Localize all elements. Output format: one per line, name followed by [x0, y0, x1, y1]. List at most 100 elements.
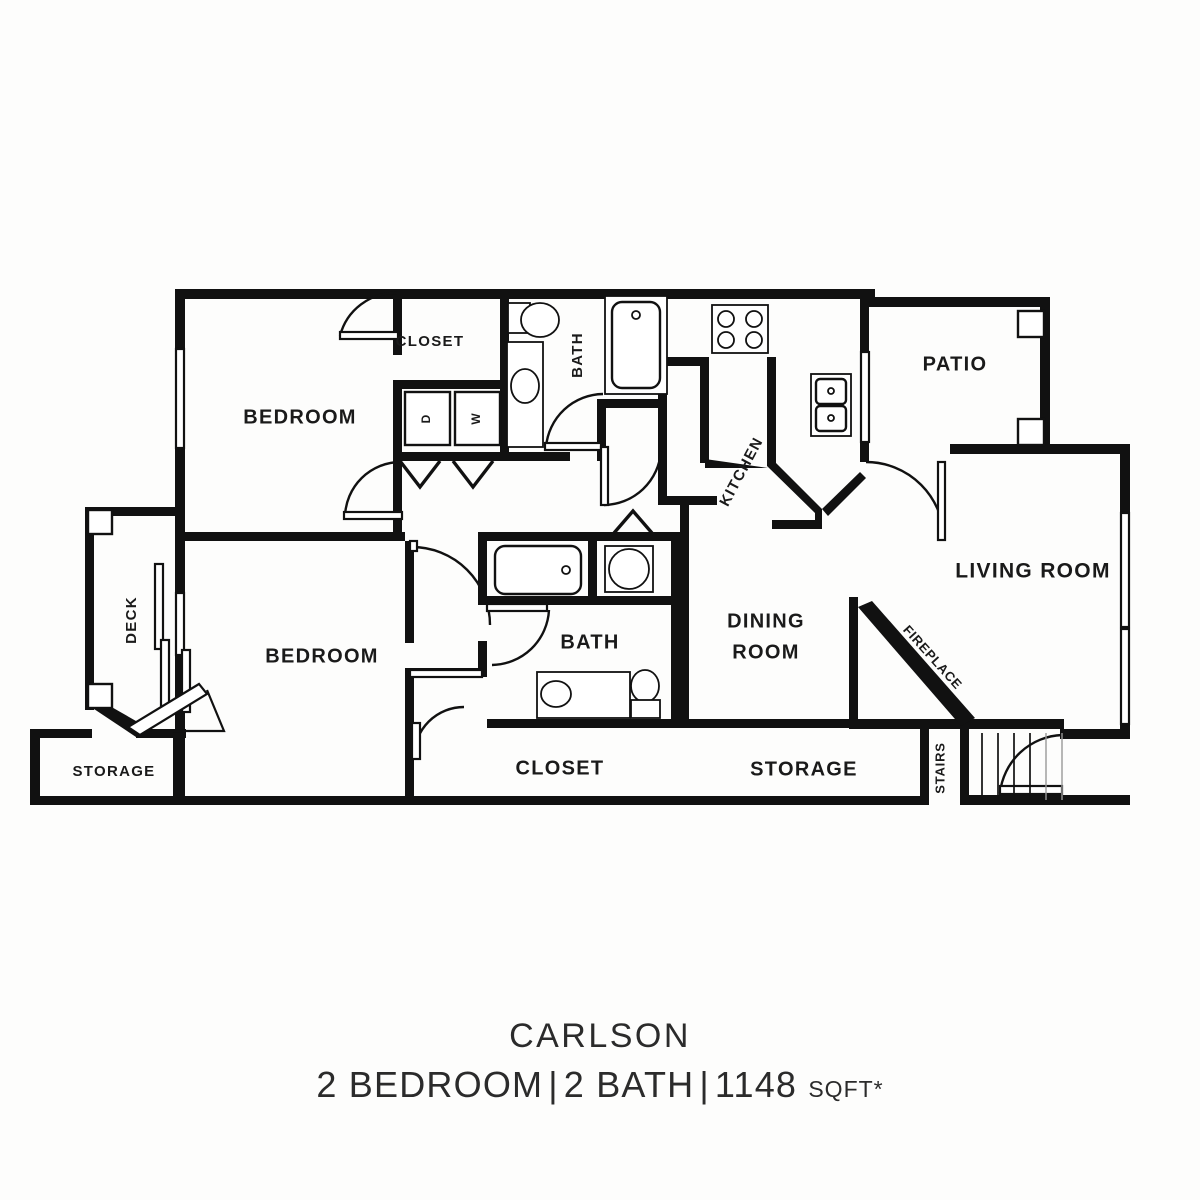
wall-shower-bottom [588, 596, 680, 605]
room-label-closet-1: CLOSET [396, 333, 465, 350]
window-deck-lower [159, 638, 171, 708]
burner-top-left [717, 310, 735, 328]
wall-deck-bottom [136, 729, 186, 738]
wall-laundry-bottom [393, 452, 503, 461]
wall-deck-left [85, 507, 94, 710]
wall-dining-left [680, 505, 689, 719]
tub2-drain [561, 565, 571, 575]
wall-bath1-left [500, 289, 509, 461]
bifold-chevron-washer [451, 459, 495, 490]
door-leaf-bedroom1 [342, 510, 404, 521]
summary-separator-1: | [548, 1063, 559, 1105]
floor-plan-drawing: FIREPLACE [30, 289, 1131, 805]
door-arc-storage1 [173, 689, 226, 733]
burner-bottom-left [717, 331, 735, 349]
wall-living-top [950, 444, 1130, 454]
door-leaf-hall [599, 445, 610, 507]
door-arc-entry [998, 733, 1063, 794]
wall-bottom-stairs [965, 795, 1130, 805]
plan-caption: CARLSON 2 BEDROOM|2 BATH|1148 SQFT* [0, 1015, 1200, 1108]
wall-kitchen-right-upper [860, 299, 869, 354]
door-leaf-bath1 [543, 441, 603, 452]
dryer-unit [403, 390, 452, 447]
window-deck-upper [153, 562, 165, 651]
window-bedroom2-left-b [180, 648, 192, 714]
summary-area-value: 1148 [714, 1063, 798, 1105]
wall-tub-bottom [597, 399, 667, 408]
wall-closet1-bottom [393, 380, 503, 389]
door-leaf-storage1 [125, 682, 209, 737]
window-patio-left [859, 350, 871, 444]
kitchen-fixtures [705, 304, 866, 529]
laundry-group: D W [403, 390, 502, 447]
doors-group [125, 291, 1064, 796]
door-leaf-closet1 [338, 330, 400, 341]
toilet2-tank [630, 699, 661, 719]
wall-hall-right [658, 399, 667, 505]
wall-dining-right [849, 597, 858, 729]
wall-bath2-bottom [487, 719, 680, 728]
window-bedroom1-left [174, 347, 186, 450]
tub1-basin [610, 300, 662, 390]
room-label-bedroom-1: BEDROOM [243, 406, 357, 428]
burner-top-right [745, 310, 763, 328]
room-label-storage-2: STORAGE [750, 758, 858, 780]
plan-name: CARLSON [509, 1017, 691, 1055]
wall-top-patio [869, 297, 1050, 307]
wall-bath2-jamb [478, 641, 487, 677]
patio-post-top [1016, 309, 1046, 339]
wall-shower-left [588, 541, 597, 605]
wall-bottom-main [175, 796, 925, 805]
floor-plan-svg: FIREPLACE [30, 289, 1131, 805]
wall-kitchen-left [700, 357, 709, 463]
door-arc-bath1 [544, 392, 604, 448]
washer-unit [453, 390, 502, 447]
wall-closet1-left-upper [393, 289, 402, 355]
room-label-bedroom-2: BEDROOM [265, 645, 379, 667]
wall-bath1-door-jamb [597, 399, 606, 461]
bath1-fixtures [506, 295, 668, 448]
wall-storage1-bottom [30, 796, 182, 805]
washer-label: W [469, 413, 483, 425]
summary-baths: 2 BATH [563, 1063, 695, 1105]
wall-tub2-top [478, 532, 680, 541]
summary-area-unit: SQFT* [808, 1075, 884, 1102]
kitchen-peninsula [767, 357, 822, 529]
room-label-patio: PATIO [923, 353, 988, 375]
wall-stairs-left [920, 729, 929, 805]
room-label-dining-line2: ROOM [732, 641, 799, 663]
window-bedroom2-left-a [174, 591, 186, 657]
bath2-fixtures [493, 544, 661, 719]
toilet2-bowl [630, 669, 660, 703]
window-living-right-a [1119, 511, 1131, 629]
wall-bedroom2-top [175, 532, 405, 541]
wall-closet1-left-lower [393, 380, 402, 460]
wall-bath2-right-upper [671, 532, 680, 605]
linen-chevron-bath2 [612, 508, 654, 535]
room-label-deck: DECK [123, 596, 140, 644]
wall-storage1-top [30, 729, 92, 738]
wall-bedroom1-right [393, 460, 402, 532]
window-living-right-b [1119, 627, 1131, 726]
stairs-group: STAIRS [932, 733, 1063, 800]
vanity1-sink [510, 368, 540, 404]
wall-bedroom2-right-lower [405, 668, 414, 805]
kitchen-peninsula-angle [822, 472, 866, 516]
wall-storage1-left [30, 729, 40, 805]
door-leaf-bath2-sill [408, 668, 484, 679]
toilet1-bowl [520, 302, 560, 338]
room-label-dining-line1: DINING [727, 610, 805, 632]
wall-deck-top [85, 507, 180, 516]
summary-separator-2: | [699, 1063, 710, 1105]
door-leaf-patio [936, 460, 947, 542]
deck-post-bottom [86, 682, 114, 710]
tub1-drain [631, 310, 641, 320]
wall-hall-stub [667, 496, 717, 505]
door-arc-closet1 [338, 291, 398, 337]
deck-post-top [86, 508, 114, 536]
wall-storage1-right [173, 729, 182, 805]
door-arc-bedroom1 [343, 460, 401, 517]
room-label-storage-1: STORAGE [72, 763, 155, 780]
patio-post-bottom [1016, 417, 1046, 447]
burner-bottom-right [745, 331, 763, 349]
